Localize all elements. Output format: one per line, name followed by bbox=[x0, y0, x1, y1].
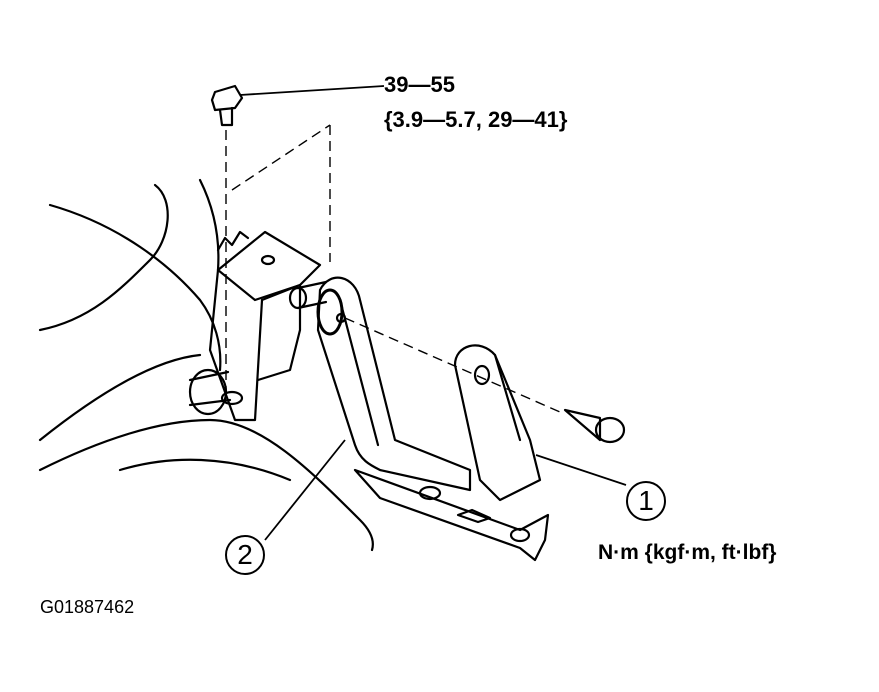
bushing bbox=[316, 288, 344, 336]
bracket-arm-inner bbox=[338, 298, 380, 447]
torque-value: 39—55 bbox=[384, 72, 455, 97]
inner-curve bbox=[198, 178, 220, 272]
base-slot bbox=[456, 508, 492, 524]
frame-rail-mid bbox=[118, 458, 292, 482]
shaft-end bbox=[288, 286, 308, 310]
upright-tab bbox=[453, 344, 542, 502]
body-panel-outline bbox=[48, 203, 222, 372]
leader-torque bbox=[239, 85, 385, 96]
bracket-base bbox=[353, 468, 550, 562]
base-hole-1 bbox=[418, 485, 442, 501]
figure-id: G01887462 bbox=[40, 597, 135, 617]
upright-tab-hole bbox=[473, 364, 491, 386]
mount-block bbox=[216, 230, 322, 302]
side-screw bbox=[563, 408, 602, 442]
assembly-line-screw bbox=[344, 317, 561, 413]
callout-part-2: 2 bbox=[225, 535, 265, 575]
assembly-box-top bbox=[231, 124, 331, 191]
callout-part-1: 1 bbox=[626, 481, 666, 521]
frame-rail-top bbox=[38, 353, 202, 442]
side-screw-head bbox=[594, 416, 626, 444]
mount-block-front bbox=[256, 283, 302, 382]
torque-alt-units: {3.9—5.7, 29—41} bbox=[384, 107, 568, 132]
frame-rail-bottom bbox=[38, 418, 374, 552]
top-bolt-head bbox=[210, 84, 244, 112]
mount-block-bottom-hole bbox=[220, 390, 244, 406]
mount-bolt-hole bbox=[260, 254, 276, 266]
bracket-arm bbox=[316, 276, 472, 492]
fender-curve bbox=[38, 183, 169, 332]
leader-part-2 bbox=[264, 439, 346, 541]
base-hole-2 bbox=[509, 527, 531, 543]
mount-block-side bbox=[208, 268, 264, 422]
top-bolt-shank bbox=[218, 106, 234, 127]
upright-tab-edge bbox=[493, 353, 522, 442]
shaft bbox=[296, 280, 328, 310]
mount-block-tab bbox=[216, 230, 250, 252]
leader-part-1 bbox=[535, 454, 627, 486]
torque-units-legend: N·m {kgf·m, ft·lbf} bbox=[598, 541, 777, 564]
